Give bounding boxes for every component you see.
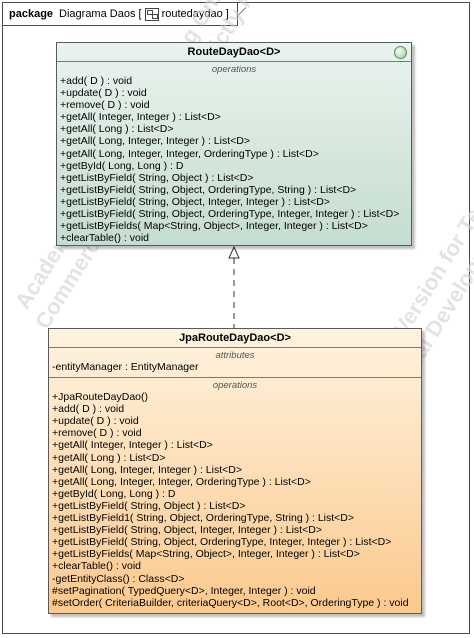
interface-operation: +getAll( Integer, Integer ) : List<D> (60, 111, 221, 124)
class-operation: +getListByField( String, Object, Orderin… (52, 536, 392, 549)
interface-operation: +getAll( Long ) : List<D> (60, 123, 174, 136)
class-operation: +getListByField( String, Object ) : List… (52, 499, 246, 512)
class-operation: +remove( D ) : void (52, 427, 142, 440)
interface-operation: +update( D ) : void (60, 87, 147, 100)
interface-title: RouteDayDao<D> (57, 43, 411, 61)
class-operation: +getAll( Long, Integer, Integer ) : List… (52, 463, 242, 476)
class-attributes: -entityManager : EntityManager (49, 361, 421, 377)
frame-close-bracket: ] (225, 8, 229, 20)
class-attribute: -entityManager : EntityManager (52, 361, 199, 373)
class-operation: +update( D ) : void (52, 415, 139, 428)
diagram-name: routedaydao (161, 8, 223, 20)
interface-operation: +getAll( Long, Integer, Integer ) : List… (60, 135, 250, 148)
class-operation: +getById( Long, Long ) : D (52, 487, 176, 500)
interface-operation: +getAll( Long, Integer, Integer, Orderin… (60, 147, 319, 160)
class-operation: +getAll( Integer, Integer ) : List<D> (52, 439, 213, 452)
class-operation: +JpaRouteDayDao() (52, 391, 149, 404)
class-operation: +getListByField1( String, Object, Orderi… (52, 512, 355, 525)
class-operations: +JpaRouteDayDao()+add( D ) : void+update… (49, 391, 421, 612)
interface-title-text: RouteDayDao<D> (187, 46, 281, 58)
class-operations-label: operations (49, 377, 421, 391)
class-diagram-icon (144, 7, 159, 21)
class-operation: +getAll( Long, Integer, Integer, Orderin… (52, 475, 311, 488)
class-title: JpaRouteDayDao<D> (49, 329, 421, 347)
class-operation: +getAll( Long ) : List<D> (52, 451, 166, 464)
class-operation: +add( D ) : void (52, 403, 125, 416)
class-title-text: JpaRouteDayDao<D> (179, 332, 291, 344)
frame-header: package Diagrama Daos [ routedaydao ] (3, 3, 238, 26)
frame-keyword: package (9, 8, 54, 20)
interface-operations: +add( D ) : void+update( D ) : void+remo… (57, 75, 411, 247)
class-operation: +clearTable() : void (52, 560, 141, 573)
interface-operation: +add( D ) : void (60, 75, 133, 87)
interface-route-day-dao[interactable]: RouteDayDao<D> operations +add( D ) : vo… (56, 42, 412, 246)
interface-operations-label: operations (57, 61, 411, 75)
interface-circle-icon (394, 46, 407, 59)
class-operation: #setOrder( CriteriaBuilder, criteriaQuer… (52, 596, 409, 609)
class-attributes-label: attributes (49, 347, 421, 361)
class-jpa-route-day-dao[interactable]: JpaRouteDayDao<D> attributes -entityMana… (48, 328, 422, 614)
interface-operation: +getListByField( String, Object, Orderin… (60, 208, 400, 221)
interface-operation: +getListByField( String, Object ) : List… (60, 171, 254, 184)
frame-name: Diagrama Daos [ (59, 8, 142, 20)
class-operation: +getListByFields( Map<String, Object>, I… (52, 548, 360, 561)
class-operation: +getListByField( String, Object, Integer… (52, 524, 322, 537)
interface-operation: +getListByFields( Map<String, Object>, I… (60, 220, 368, 233)
class-operation: #setPagination( TypedQuery<D>, Integer, … (52, 584, 316, 597)
class-operation: -getEntityClass() : Class<D> (52, 572, 185, 585)
interface-operation: +getById( Long, Long ) : D (60, 159, 184, 172)
realization-arrowhead (228, 245, 240, 259)
interface-operation: +getListByField( String, Object, Orderin… (60, 183, 357, 196)
interface-operation: +clearTable() : void (60, 232, 149, 245)
interface-operation: +getListByField( String, Object, Integer… (60, 195, 330, 208)
interface-operation: +remove( D ) : void (60, 99, 150, 112)
